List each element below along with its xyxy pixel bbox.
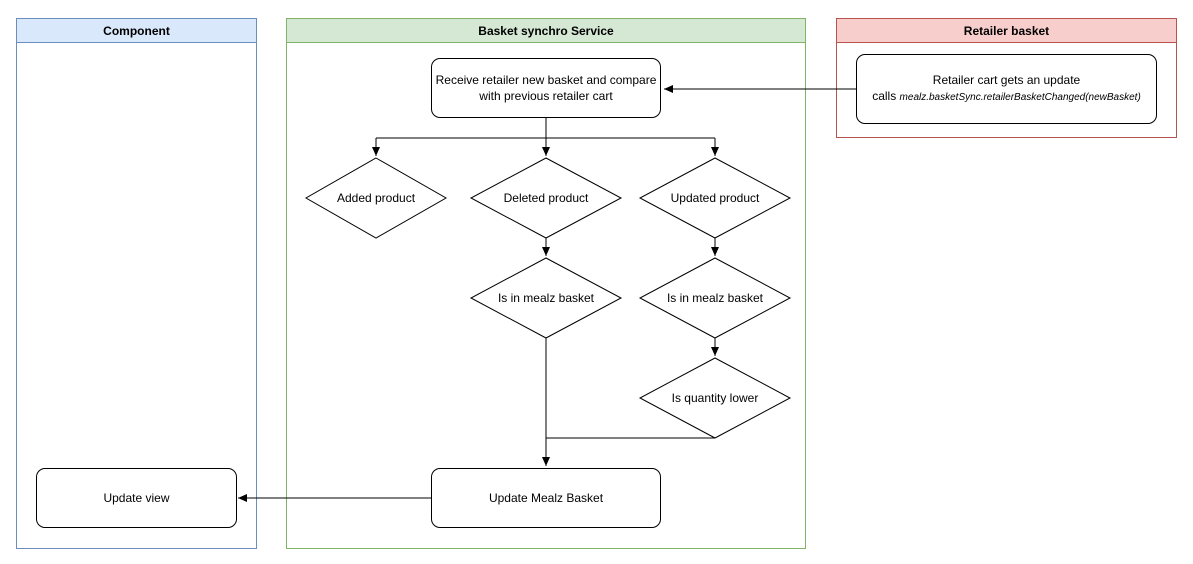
process-update-view: Update view: [36, 468, 237, 528]
lane-retailer-header: Retailer basket: [837, 19, 1176, 43]
lane-component-header: Component: [17, 19, 256, 43]
lane-retailer-basket: Retailer basket: [836, 18, 1177, 138]
label-deleted-product: Deleted product: [503, 191, 589, 205]
process-receive-basket: Receive retailer new basket and compare …: [431, 58, 661, 118]
process-update-mealz-basket: Update Mealz Basket: [431, 468, 661, 528]
retailer-update-method: mealz.basketSync.retailerBasketChanged(n…: [899, 92, 1141, 103]
lane-service-header: Basket synchro Service: [287, 19, 805, 43]
label-in-mealz-updated: Is in mealz basket: [666, 291, 764, 305]
update-mealz-basket-label: Update Mealz Basket: [488, 491, 604, 505]
process-retailer-cart-update: Retailer cart gets an update calls mealz…: [856, 54, 1157, 124]
process-receive-line1: Receive retailer new basket and compare: [435, 73, 657, 87]
label-updated-product: Updated product: [670, 191, 760, 205]
label-added-product: Added product: [336, 191, 416, 205]
process-receive-line2: with previous retailer cart: [479, 89, 613, 103]
decision-added-product: [304, 157, 448, 239]
retailer-update-calls: calls: [872, 89, 900, 103]
edge-receive-split: [376, 118, 715, 139]
lane-basket-synchro-service: Basket synchro Service: [286, 18, 806, 549]
lane-component: Component: [16, 18, 257, 549]
retailer-update-line2: calls mealz.basketSync.retailerBasketCha…: [872, 88, 1141, 106]
label-in-mealz-deleted: Is in mealz basket: [497, 291, 595, 305]
update-view-label: Update view: [103, 491, 170, 505]
retailer-update-line1: Retailer cart gets an update: [932, 73, 1081, 87]
label-quantity-lower: Is quantity lower: [671, 391, 759, 405]
